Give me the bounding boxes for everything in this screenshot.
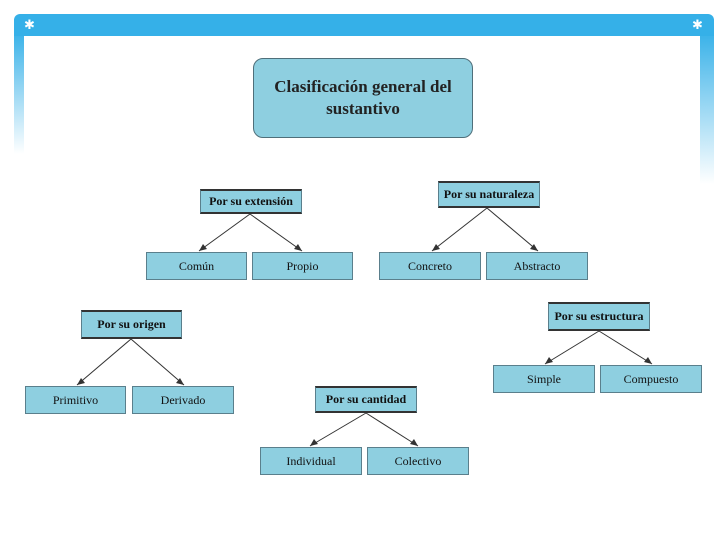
node-compuesto-label: Compuesto [623, 371, 679, 386]
connector-extension-propio [249, 213, 303, 252]
node-cantidad-label: Por su cantidad [325, 392, 407, 406]
slide-frame-left [14, 30, 24, 154]
slide-frame-right [700, 30, 714, 184]
node-comun: Común [146, 252, 247, 280]
connector-cantidad-colectivo [365, 412, 419, 447]
node-estructura-label: Por su estructura [554, 309, 644, 323]
node-primitivo: Primitivo [25, 386, 126, 414]
arrowhead [199, 244, 207, 251]
node-concreto-label: Concreto [408, 258, 452, 273]
star-icon: ✱ [24, 18, 35, 33]
node-cantidad: Por su cantidad [315, 386, 417, 413]
connector-extension-comun [198, 213, 251, 252]
node-extension: Por su extensión [200, 189, 302, 214]
arrowhead [530, 244, 538, 251]
connector-origen-primitivo [76, 338, 132, 386]
node-individual-label: Individual [286, 453, 336, 468]
diagram-title-box: Clasificación general del sustantivo [253, 58, 473, 138]
arrowhead [294, 244, 302, 251]
node-estructura: Por su estructura [548, 302, 650, 331]
node-derivado: Derivado [132, 386, 234, 414]
node-extension-label: Por su extensión [209, 194, 293, 208]
star-icon: ✱ [692, 18, 703, 33]
node-concreto: Concreto [379, 252, 481, 280]
node-naturaleza-label: Por su naturaleza [443, 187, 535, 201]
slide-header-band [14, 14, 714, 36]
node-abstracto-label: Abstracto [513, 258, 561, 273]
node-derivado-label: Derivado [160, 392, 206, 407]
node-propio-label: Propio [286, 258, 319, 273]
node-comun-label: Común [178, 258, 215, 273]
node-primitivo-label: Primitivo [52, 392, 99, 407]
node-origen: Por su origen [81, 310, 182, 339]
node-colectivo: Colectivo [367, 447, 469, 475]
connector-naturaleza-concreto [431, 207, 488, 252]
node-simple-label: Simple [526, 371, 561, 386]
node-origen-label: Por su origen [97, 317, 166, 331]
arrowhead [410, 439, 418, 446]
connector-estructura-simple [544, 330, 600, 365]
connector-estructura-compuesto [598, 330, 653, 365]
node-simple: Simple [493, 365, 595, 393]
node-naturaleza: Por su naturaleza [438, 181, 540, 208]
node-propio: Propio [252, 252, 353, 280]
arrowhead [310, 439, 318, 446]
arrowhead [77, 378, 85, 385]
connector-cantidad-individual [309, 412, 367, 447]
node-compuesto: Compuesto [600, 365, 702, 393]
arrowhead [176, 378, 184, 385]
connector-naturaleza-abstracto [486, 207, 539, 252]
arrowhead [545, 357, 553, 364]
diagram-title: Clasificación general del sustantivo [274, 77, 452, 118]
node-colectivo-label: Colectivo [394, 453, 442, 468]
connector-origen-derivado [130, 338, 185, 386]
arrowhead [432, 244, 440, 251]
node-individual: Individual [260, 447, 362, 475]
arrowhead [644, 357, 652, 364]
node-abstracto: Abstracto [486, 252, 588, 280]
